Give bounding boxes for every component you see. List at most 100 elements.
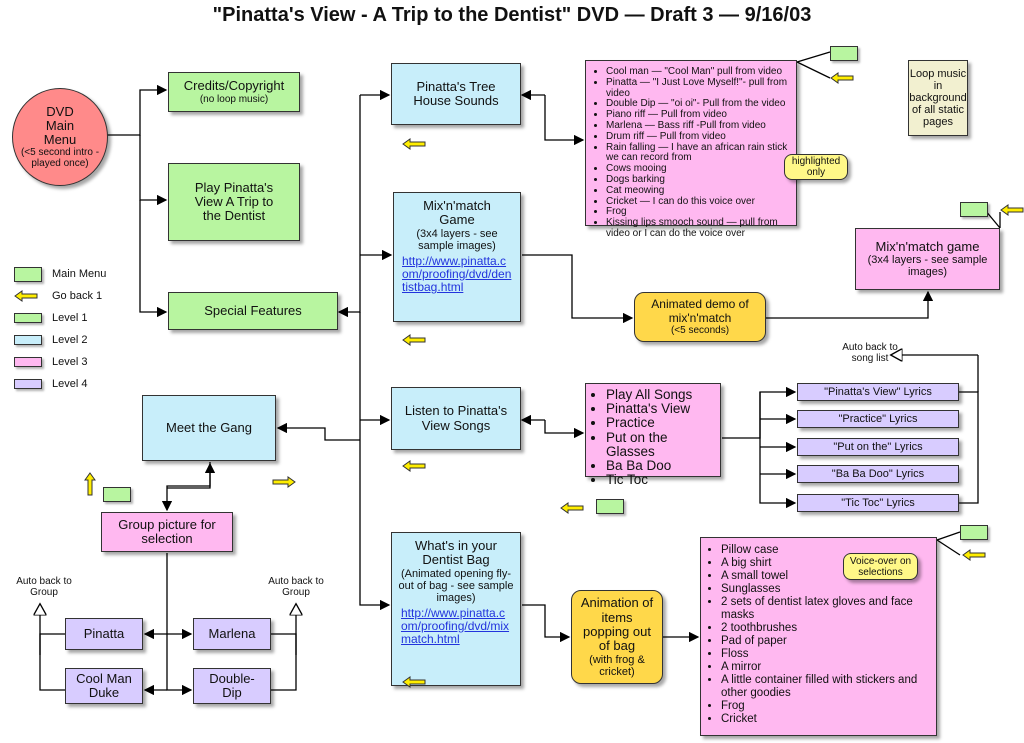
list-item: 2 sets of dentist latex gloves and face … xyxy=(721,596,932,622)
member-label: Pinatta xyxy=(83,625,125,641)
main-menu-button[interactable] xyxy=(596,499,624,514)
list-item: Tic Toc xyxy=(606,472,716,487)
mixmatch-box[interactable]: Mix'n'match Game(3x4 layers - see sample… xyxy=(393,192,521,322)
dentist-bag-box[interactable]: What's in your Dentist Bag(Animated open… xyxy=(391,532,521,686)
list-item: Rain falling — I have an african rain st… xyxy=(606,142,792,165)
member-label: Marlena xyxy=(208,625,256,641)
special-features-box[interactable]: Special Features xyxy=(168,292,338,330)
list-item: Cows mooing xyxy=(606,163,792,175)
list-item: A small towel xyxy=(721,570,932,583)
play-title: Play Pinatta's View A Trip to the Dentis… xyxy=(194,179,274,224)
list-item: Pad of paper xyxy=(721,635,932,648)
list-item: Play All Songs xyxy=(606,387,716,402)
list-item: Cat meowing xyxy=(606,185,792,197)
mixmatch-l3-note: (3x4 layers - see sample images) xyxy=(867,254,988,279)
animation-note: (with frog & cricket) xyxy=(589,653,645,678)
main-menu-note: (<5 second intro - played once) xyxy=(20,147,100,170)
lyrics-box[interactable]: "Tic Toc" Lyrics xyxy=(797,494,959,512)
list-item: Kissing lips smooch sound — pull from vi… xyxy=(606,217,792,240)
mixmatch-level3-box[interactable]: Mix'n'match game(3x4 layers - see sample… xyxy=(855,228,1000,290)
go-back-arrow-icon xyxy=(14,290,38,302)
play-box[interactable]: Play Pinatta's View A Trip to the Dentis… xyxy=(168,163,300,241)
main-menu-button[interactable] xyxy=(960,525,988,540)
main-menu-button[interactable] xyxy=(830,46,858,61)
dvd-main-menu[interactable]: DVD Main Menu (<5 second intro - played … xyxy=(12,88,108,186)
go-back-arrow-icon[interactable] xyxy=(402,676,426,688)
lyrics-box[interactable]: "Ba Ba Doo" Lyrics xyxy=(797,465,959,483)
legend-level3-swatch xyxy=(14,357,42,367)
lyrics-box[interactable]: "Put on the" Lyrics xyxy=(797,438,959,456)
meet-gang-box[interactable]: Meet the Gang xyxy=(142,395,276,461)
bag-title: What's in your Dentist Bag xyxy=(415,538,497,568)
go-back-arrow-icon[interactable] xyxy=(962,549,986,561)
mixmatch-link[interactable]: http://www.pinatta.com/proofing/dvd/dent… xyxy=(402,253,512,295)
loop-music-note: Loop music in background of all static p… xyxy=(908,60,968,136)
auto-back-left: Auto back to Group xyxy=(16,576,72,598)
member-marlena[interactable]: Marlena xyxy=(193,618,271,650)
loop-text: Loop music in background of all static p… xyxy=(909,67,967,129)
legend-main-menu-swatch xyxy=(14,267,42,282)
go-back-arrow-icon[interactable] xyxy=(402,334,426,346)
animated-demo-box[interactable]: Animated demo of mix'n'match(<5 seconds) xyxy=(634,292,766,342)
special-title: Special Features xyxy=(204,302,302,318)
credits-note: (no loop music) xyxy=(199,93,269,105)
list-item: Sunglasses xyxy=(721,583,932,596)
legend-label: Level 3 xyxy=(52,356,88,368)
list-item: Drum riff — Pull from video xyxy=(606,131,792,143)
page-title: "Pinatta's View - A Trip to the Dentist"… xyxy=(212,4,812,26)
list-item: 2 toothbrushes xyxy=(721,622,932,635)
tree-house-box[interactable]: Pinatta's Tree House Sounds xyxy=(391,63,521,125)
list-item: Frog xyxy=(721,700,932,713)
highlighted-note: highlighted only xyxy=(784,154,848,180)
go-back-arrow-icon[interactable] xyxy=(402,460,426,472)
credits-title: Credits/Copyright xyxy=(183,78,285,94)
sounds-list: Cool man — "Cool Man" pull from videoPin… xyxy=(585,60,797,239)
lyrics-box[interactable]: "Practice" Lyrics xyxy=(797,410,959,428)
list-item: A big shirt xyxy=(721,557,932,570)
mixmatch-title: Mix'n'match Game xyxy=(423,198,491,228)
list-item: Practice xyxy=(606,416,716,430)
animation-box[interactable]: Animation of items popping out of bag(wi… xyxy=(571,590,663,684)
gang-title: Meet the Gang xyxy=(166,419,252,435)
list-item: Ba Ba Doo xyxy=(606,458,716,473)
legend-level2-swatch xyxy=(14,335,42,345)
legend-label: Go back 1 xyxy=(52,290,103,302)
list-item: Marlena — Bass riff -Pull from video xyxy=(606,120,792,132)
lyrics-box[interactable]: "Pinatta's View" Lyrics xyxy=(797,383,959,401)
legend-level1-swatch xyxy=(14,313,42,323)
go-back-arrow-icon[interactable] xyxy=(402,138,426,150)
legend-label: Level 2 xyxy=(52,334,88,346)
mixmatch-l3-title: Mix'n'match game xyxy=(875,238,980,254)
member-cool-man-duke[interactable]: Cool Man Duke xyxy=(65,668,143,704)
list-item: A mirror xyxy=(721,661,932,674)
list-item: Pinatta's View xyxy=(606,401,716,416)
go-back-arrow-icon[interactable] xyxy=(84,472,96,496)
go-back-arrow-icon[interactable] xyxy=(272,476,296,488)
list-item: Put on the Glasses xyxy=(606,430,716,459)
animation-title: Animation of items popping out of bag xyxy=(580,595,654,654)
mixmatch-note: (3x4 layers - see sample images) xyxy=(416,227,498,252)
member-label: Cool Man Duke xyxy=(76,670,132,700)
go-back-arrow-icon[interactable] xyxy=(1000,204,1024,216)
listen-title: Listen to Pinatta's View Songs xyxy=(404,403,508,433)
member-double-dip[interactable]: Double-Dip xyxy=(193,668,271,704)
auto-back-songs: Auto back to song list xyxy=(842,342,898,364)
demo-title: Animated demo of mix'n'match xyxy=(651,297,749,325)
list-item: Pinatta — "I Just Love Myself!"- pull fr… xyxy=(606,77,792,100)
go-back-arrow-icon[interactable] xyxy=(830,72,854,84)
highlighted-text: highlighted only xyxy=(791,156,841,178)
member-label: Double-Dip xyxy=(209,670,255,700)
main-menu-button[interactable] xyxy=(960,202,988,217)
list-item: Frog xyxy=(606,207,792,218)
legend-label: Level 1 xyxy=(52,312,88,324)
bag-link[interactable]: http://www.pinatta.com/proofing/dvd/mixm… xyxy=(401,605,510,647)
list-item: A little container filled with stickers … xyxy=(721,674,932,700)
go-back-arrow-icon[interactable] xyxy=(560,502,584,514)
legend-level4-swatch xyxy=(14,379,42,389)
main-menu-button[interactable] xyxy=(103,487,131,502)
credits-box[interactable]: Credits/Copyright(no loop music) xyxy=(168,72,300,112)
listen-box[interactable]: Listen to Pinatta's View Songs xyxy=(391,387,521,450)
list-item: Pillow case xyxy=(721,544,932,557)
group-picture-box[interactable]: Group picture for selection xyxy=(101,512,233,552)
member-pinatta[interactable]: Pinatta xyxy=(65,618,143,650)
